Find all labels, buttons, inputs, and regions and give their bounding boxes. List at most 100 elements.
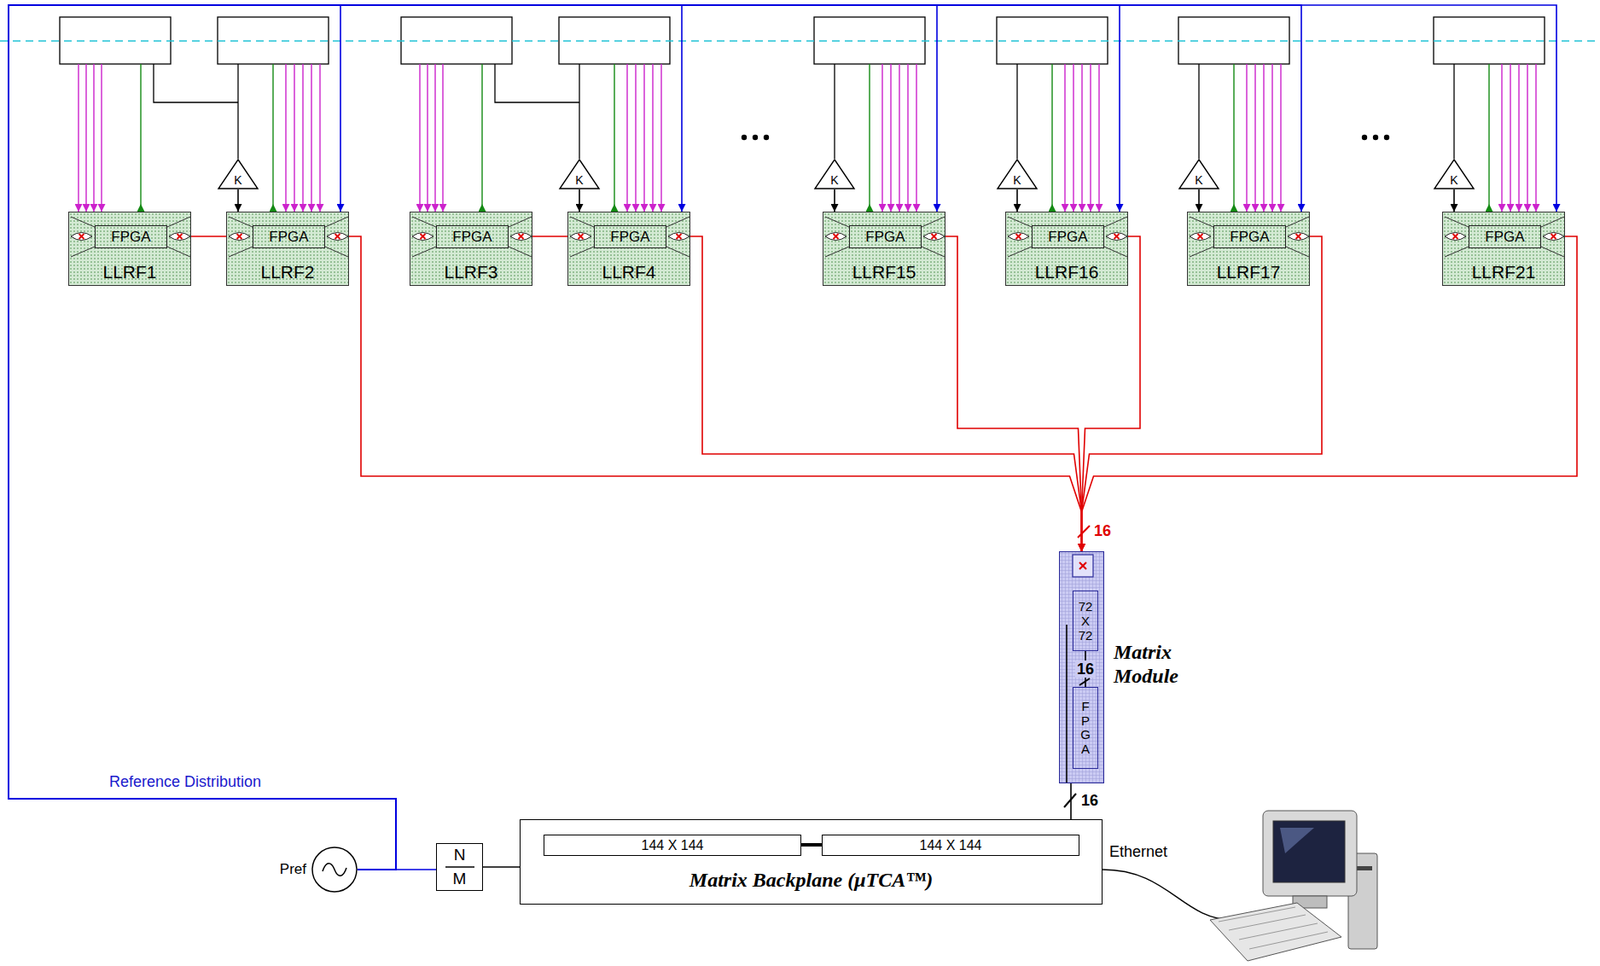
ellipsis-dot (1361, 134, 1368, 140)
signal-connector (8, 5, 682, 870)
probe-signal (915, 64, 917, 212)
ellipsis-dot (741, 134, 747, 140)
probe-signal (418, 64, 420, 212)
cavity-wiring (59, 17, 1545, 212)
klystron-amplifier: K (1433, 158, 1475, 190)
signal-connector (482, 866, 520, 868)
llrf-module: LLRF3 FPGA (409, 211, 533, 286)
probe-signal (1089, 64, 1091, 212)
node-label: Matrix Backplane (μTCA™) (689, 868, 933, 892)
rf-feed (237, 64, 239, 159)
probe-signal (1081, 64, 1083, 212)
fpga-chip: FPGA (1213, 225, 1286, 249)
probe-signal (634, 64, 636, 212)
optical-connector (1072, 554, 1094, 577)
llrf-module: LLRF4FPGA (567, 211, 691, 286)
rf-feed (494, 64, 580, 103)
drive-signal (1233, 64, 1234, 212)
probe-signal (1509, 64, 1511, 212)
llrf-module: LLRF21 FPGA (1442, 211, 1566, 286)
node-label: M (453, 869, 467, 889)
crosspoint-switch: 72 X 72 (1072, 590, 1099, 652)
probe-signal (100, 64, 102, 212)
node-label: Pref (279, 861, 307, 879)
pref-outline (311, 846, 358, 893)
drive-signal (1051, 64, 1053, 212)
rf-feed (153, 64, 239, 103)
module-band (1058, 551, 1105, 784)
node-label: K (1194, 173, 1203, 187)
probe-signal (442, 64, 443, 212)
signal-connector (578, 189, 581, 212)
probe-signal (1518, 64, 1519, 212)
signal-connector (237, 189, 239, 212)
signal-connector (8, 5, 1302, 870)
rf-feed (578, 64, 580, 159)
node-label: K (233, 173, 242, 187)
node-label: FPGA (865, 228, 905, 246)
signal-connector (833, 189, 836, 212)
fpga-chip: FPGA (1072, 686, 1099, 769)
ellipsis-dot (752, 134, 758, 140)
probe-signal (302, 64, 303, 212)
ellipsis-dot (763, 134, 769, 140)
bus-width: 16 (1093, 522, 1112, 541)
drive-signal (139, 64, 141, 212)
probe-signal (643, 64, 645, 212)
node-label: FPGA (1047, 228, 1088, 246)
bus-slash (1064, 793, 1077, 808)
klystron-amplifier: K (558, 158, 600, 190)
node-label: FPGA (1229, 228, 1269, 246)
signal-connector (8, 5, 937, 870)
node-label: LLRF16 (1035, 261, 1100, 283)
drive-signal (481, 64, 483, 212)
rf-feed (833, 64, 835, 159)
fpga-chip: FPGA (436, 225, 509, 249)
fpga-chip: FPGA (1031, 225, 1105, 249)
probe-signal (77, 64, 79, 212)
fpga-chip: FPGA (94, 225, 168, 249)
llrf-module: LLRF16 FPGA (1005, 211, 1129, 286)
drive-signal (868, 64, 870, 212)
ethernet-cable (1102, 869, 1234, 920)
llrf-module: LLRF17FPGA (1186, 211, 1310, 286)
signal-connector (1016, 189, 1019, 212)
node-label: LLRF15 (852, 261, 917, 283)
klystron-amplifier: K (814, 158, 856, 190)
node-label: K (1449, 173, 1458, 187)
bp-outline (520, 820, 1102, 904)
probe-signal (319, 64, 320, 212)
drive-signal (1488, 64, 1490, 212)
reference-oscillator: Pref (311, 846, 358, 893)
probe-signal (660, 64, 662, 212)
probe-signal (285, 64, 286, 212)
cavity-box (814, 17, 926, 64)
probe-signal (434, 64, 436, 212)
probe-signal (898, 64, 900, 212)
node-label: FPGA (452, 228, 492, 246)
probe-signal (1254, 64, 1256, 212)
node-label: 144 X 144 (919, 837, 983, 854)
probe-signal (1072, 64, 1074, 212)
signal-label: Reference Distribution (109, 773, 262, 792)
probe-signal (1262, 64, 1264, 212)
rf-feed (1453, 64, 1455, 159)
node-label: LLRF21 (1472, 261, 1536, 283)
computer-icon (1210, 810, 1378, 961)
fpga-chip: FPGA (593, 225, 667, 249)
module-title: Matrix Module (1113, 640, 1179, 688)
probe-signal (1245, 64, 1247, 212)
cryomodule-line (0, 40, 1600, 42)
fpga-chip: FPGA (849, 225, 922, 249)
probe-signal (1501, 64, 1502, 212)
node-label: FPGA (610, 228, 650, 246)
node-label: FPGA (1484, 228, 1525, 246)
signal-connector (1453, 189, 1455, 212)
node-label: LLRF3 (443, 261, 498, 283)
signal-connector (191, 235, 227, 238)
probe-signal (310, 64, 312, 212)
signal-connector (8, 5, 1120, 870)
node-label: K (1012, 173, 1021, 187)
signal-connector (8, 5, 1557, 870)
node-label: LLRF2 (260, 261, 315, 283)
